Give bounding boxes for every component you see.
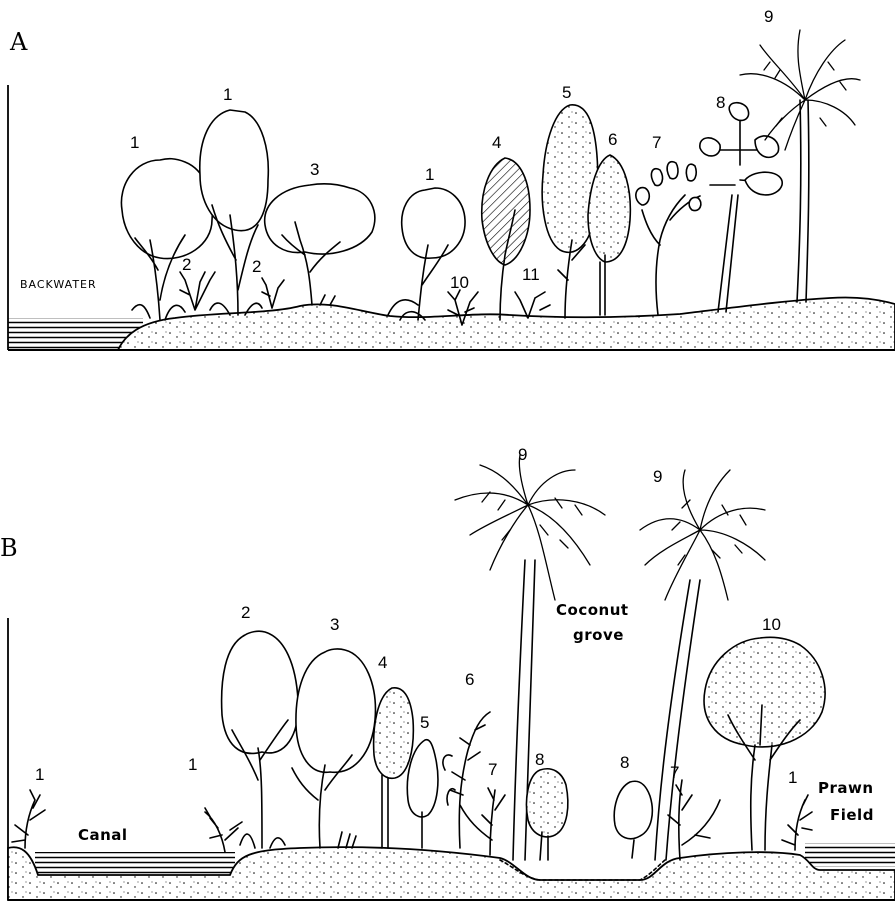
panel-a-tree-7 <box>636 162 701 315</box>
panel-b-num-2: 2 <box>241 603 250 622</box>
panel-b-num-8-right: 8 <box>620 753 629 772</box>
panel-a-num-9: 9 <box>764 7 773 26</box>
panel-b-tree-8-left <box>527 769 568 860</box>
panel-a: A BACKWATER <box>8 7 895 350</box>
panel-a-num-1b: 1 <box>223 85 232 104</box>
panel-a-num-6: 6 <box>608 130 617 149</box>
panel-a-num-3: 3 <box>310 160 319 179</box>
panel-a-tree-rhizophora-1 <box>121 159 212 320</box>
panel-b-num-1-left: 1 <box>35 765 44 784</box>
panel-a-tree-rhizophora-3 <box>388 188 465 320</box>
panel-a-shrub-2b <box>262 278 284 308</box>
panel-b-tree-6 <box>443 712 490 848</box>
panel-a-num-1c: 1 <box>425 165 434 184</box>
panel-b-num-10: 10 <box>762 615 781 634</box>
panel-a-shrub-11 <box>515 292 550 318</box>
prawn-field-water <box>805 843 895 867</box>
prawn-label-2: Field <box>830 806 874 824</box>
panel-a-shrub-2a <box>180 272 215 310</box>
panel-b-tree-3 <box>292 649 375 848</box>
panel-b-num-6: 6 <box>465 670 474 689</box>
panel-a-num-2a: 2 <box>182 255 191 274</box>
backwater-label: BACKWATER <box>20 278 97 291</box>
panel-b-tree-7-right <box>668 780 720 860</box>
panel-a-num-2b: 2 <box>252 257 261 276</box>
panel-b-tree-7-left <box>460 788 505 855</box>
panel-b-num-7-right: 7 <box>670 763 679 782</box>
panel-b-tree-8-right <box>614 781 652 858</box>
coconut-grove-label-1: Coconut <box>556 601 629 619</box>
panel-a-num-7: 7 <box>652 133 661 152</box>
panel-a-num-10: 10 <box>450 273 469 292</box>
panel-a-tree-3 <box>265 184 375 305</box>
panel-b-shrub-1-left <box>12 790 45 848</box>
canal-water <box>35 852 235 874</box>
panel-b-letter: B <box>0 534 18 562</box>
panel-a-num-11: 11 <box>522 265 540 284</box>
panel-a-num-5: 5 <box>562 83 571 102</box>
panel-b-num-7-left: 7 <box>488 760 497 779</box>
panel-b-shrub-1-right <box>782 795 812 850</box>
panel-b-num-9-left: 9 <box>518 445 527 464</box>
panel-b-num-1-canal: 1 <box>188 755 197 774</box>
panel-b-num-4: 4 <box>378 653 387 672</box>
panel-b-num-5: 5 <box>420 713 429 732</box>
panel-a-tree-4 <box>482 158 530 320</box>
panel-b-tree-2 <box>222 631 299 848</box>
canal-label: Canal <box>78 826 128 844</box>
prawn-label-1: Prawn <box>818 779 874 797</box>
panel-b-num-1-right: 1 <box>788 768 797 787</box>
panel-b-tree-5 <box>407 740 438 848</box>
panel-b-shrub-1-canal <box>205 808 242 852</box>
panel-a-soil-stipple <box>118 297 895 350</box>
panel-a-num-1a: 1 <box>130 133 139 152</box>
panel-a-tree-rhizophora-2 <box>200 110 269 315</box>
panel-b: B Canal Prawn Field Coconut grove <box>0 445 895 900</box>
panel-a-num-8: 8 <box>716 93 725 112</box>
panel-a-tree-6 <box>588 155 630 315</box>
panel-b-tree-4 <box>374 688 414 848</box>
coconut-grove-label-2: grove <box>573 626 624 644</box>
panel-b-num-9-right: 9 <box>653 467 662 486</box>
panel-a-num-4: 4 <box>492 133 501 152</box>
panel-b-num-8-left: 8 <box>535 750 544 769</box>
panel-a-letter: A <box>9 28 28 56</box>
panel-b-tree-10 <box>704 637 825 850</box>
panel-a-coconut-palm <box>740 30 860 302</box>
panel-b-num-3: 3 <box>330 615 339 634</box>
